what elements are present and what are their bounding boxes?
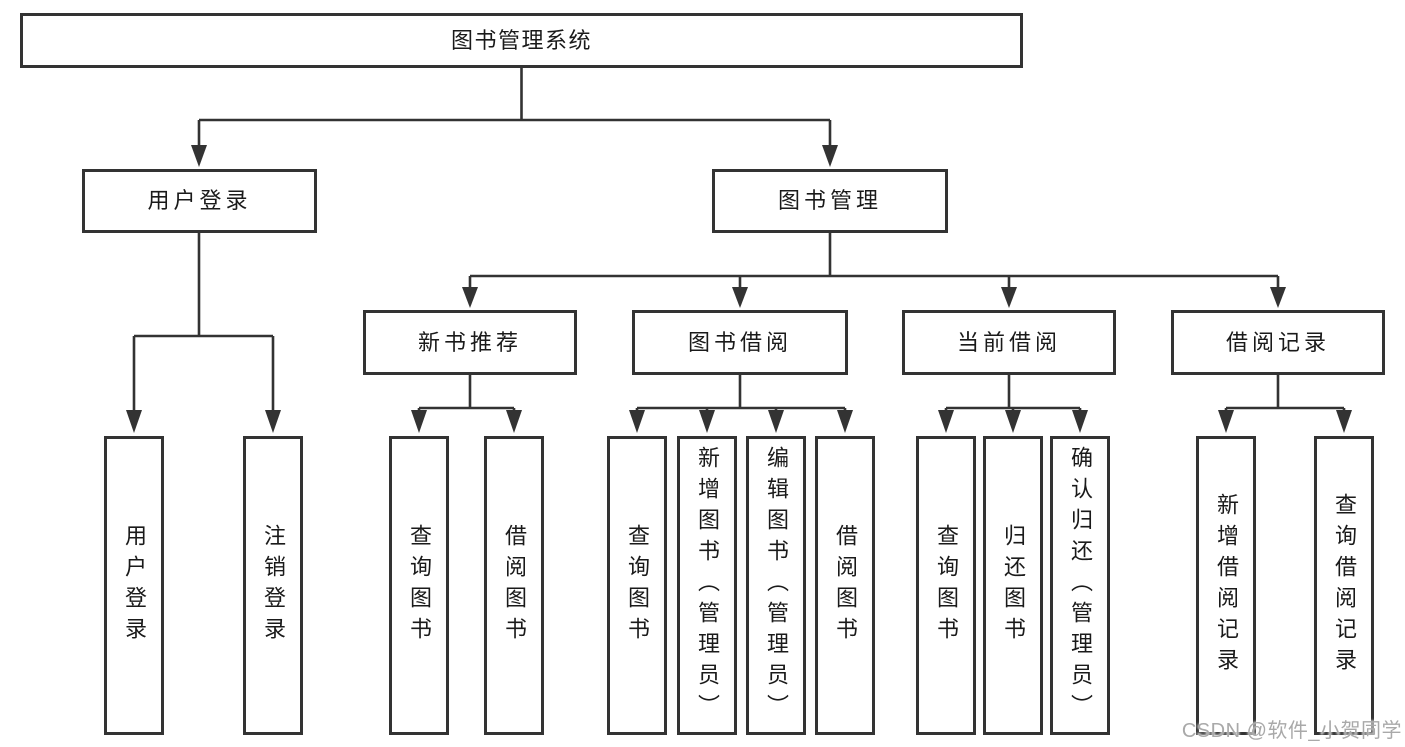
- leaf-label: 用户登录: [122, 523, 147, 648]
- connector-new-to-leaves: [417, 374, 516, 411]
- leaf-label: 确认归还（管理员）: [1068, 446, 1093, 725]
- leaf-edit-book-admin: 编辑图书（管理员）: [746, 436, 806, 735]
- leaf-add-borrow-record: 新增借阅记录: [1196, 436, 1256, 735]
- leaf-label: 归还图书: [1001, 523, 1026, 648]
- leaf-label: 查询借阅记录: [1332, 492, 1357, 679]
- connector-mgmt-to-level3: [468, 232, 1280, 288]
- arrow-down-icon: [1001, 287, 1017, 308]
- arrow-down-icon: [629, 410, 645, 433]
- arrow-down-icon: [126, 410, 142, 433]
- connector-record-to-leaves: [1224, 374, 1346, 411]
- leaf-label: 借阅图书: [833, 523, 858, 648]
- csdn-watermark: CSDN @软件_小贺同学: [1181, 720, 1402, 742]
- leaf-return-book: 归还图书: [983, 436, 1043, 735]
- arrow-down-icon: [768, 410, 784, 433]
- leaf-query-books: 查询图书: [916, 436, 976, 735]
- leaf-label: 借阅图书: [502, 523, 527, 648]
- arrow-down-icon: [699, 410, 715, 433]
- node-new-book-recommend: 新书推荐: [363, 310, 577, 375]
- arrow-down-icon: [732, 287, 748, 308]
- leaf-borrow-books: 借阅图书: [484, 436, 544, 735]
- connector-current-to-leaves: [944, 374, 1082, 411]
- leaf-logout: 注销登录: [243, 436, 303, 735]
- arrow-down-icon: [506, 410, 522, 433]
- arrow-down-icon: [411, 410, 427, 433]
- leaf-query-borrow-record: 查询借阅记录: [1314, 436, 1374, 735]
- connector-root-to-level2: [197, 68, 832, 146]
- arrow-down-icon: [265, 410, 281, 433]
- connector-borrow-to-leaves: [635, 374, 847, 411]
- leaf-query-books: 查询图书: [389, 436, 449, 735]
- arrow-down-icon: [1072, 410, 1088, 433]
- leaf-borrow-books: 借阅图书: [815, 436, 875, 735]
- leaf-label: 查询图书: [625, 523, 650, 648]
- leaf-confirm-return-admin: 确认归还（管理员）: [1050, 436, 1110, 735]
- leaf-label: 新增借阅记录: [1214, 492, 1239, 679]
- leaf-label: 注销登录: [261, 523, 286, 648]
- leaf-label: 编辑图书（管理员）: [764, 446, 789, 725]
- leaf-label: 查询图书: [407, 523, 432, 648]
- node-library-system: 图书管理系统: [20, 13, 1023, 68]
- node-book-borrow: 图书借阅: [632, 310, 848, 375]
- node-user-login: 用户登录: [82, 169, 317, 233]
- node-borrow-record: 借阅记录: [1171, 310, 1385, 375]
- connector-login-to-leaves: [132, 232, 275, 411]
- leaf-label: 新增图书（管理员）: [695, 446, 720, 725]
- node-book-management: 图书管理: [712, 169, 948, 233]
- arrow-down-icon: [1005, 410, 1021, 433]
- arrow-down-icon: [1218, 410, 1234, 433]
- arrow-down-icon: [191, 145, 207, 167]
- arrow-down-icon: [822, 145, 838, 167]
- arrow-down-icon: [1270, 287, 1286, 308]
- arrow-down-icon: [938, 410, 954, 433]
- node-current-borrow: 当前借阅: [902, 310, 1116, 375]
- leaf-add-book-admin: 新增图书（管理员）: [677, 436, 737, 735]
- leaf-user-login: 用户登录: [104, 436, 164, 735]
- arrow-down-icon: [837, 410, 853, 433]
- arrow-down-icon: [462, 287, 478, 308]
- leaf-label: 查询图书: [934, 523, 959, 648]
- arrow-down-icon: [1336, 410, 1352, 433]
- leaf-query-books: 查询图书: [607, 436, 667, 735]
